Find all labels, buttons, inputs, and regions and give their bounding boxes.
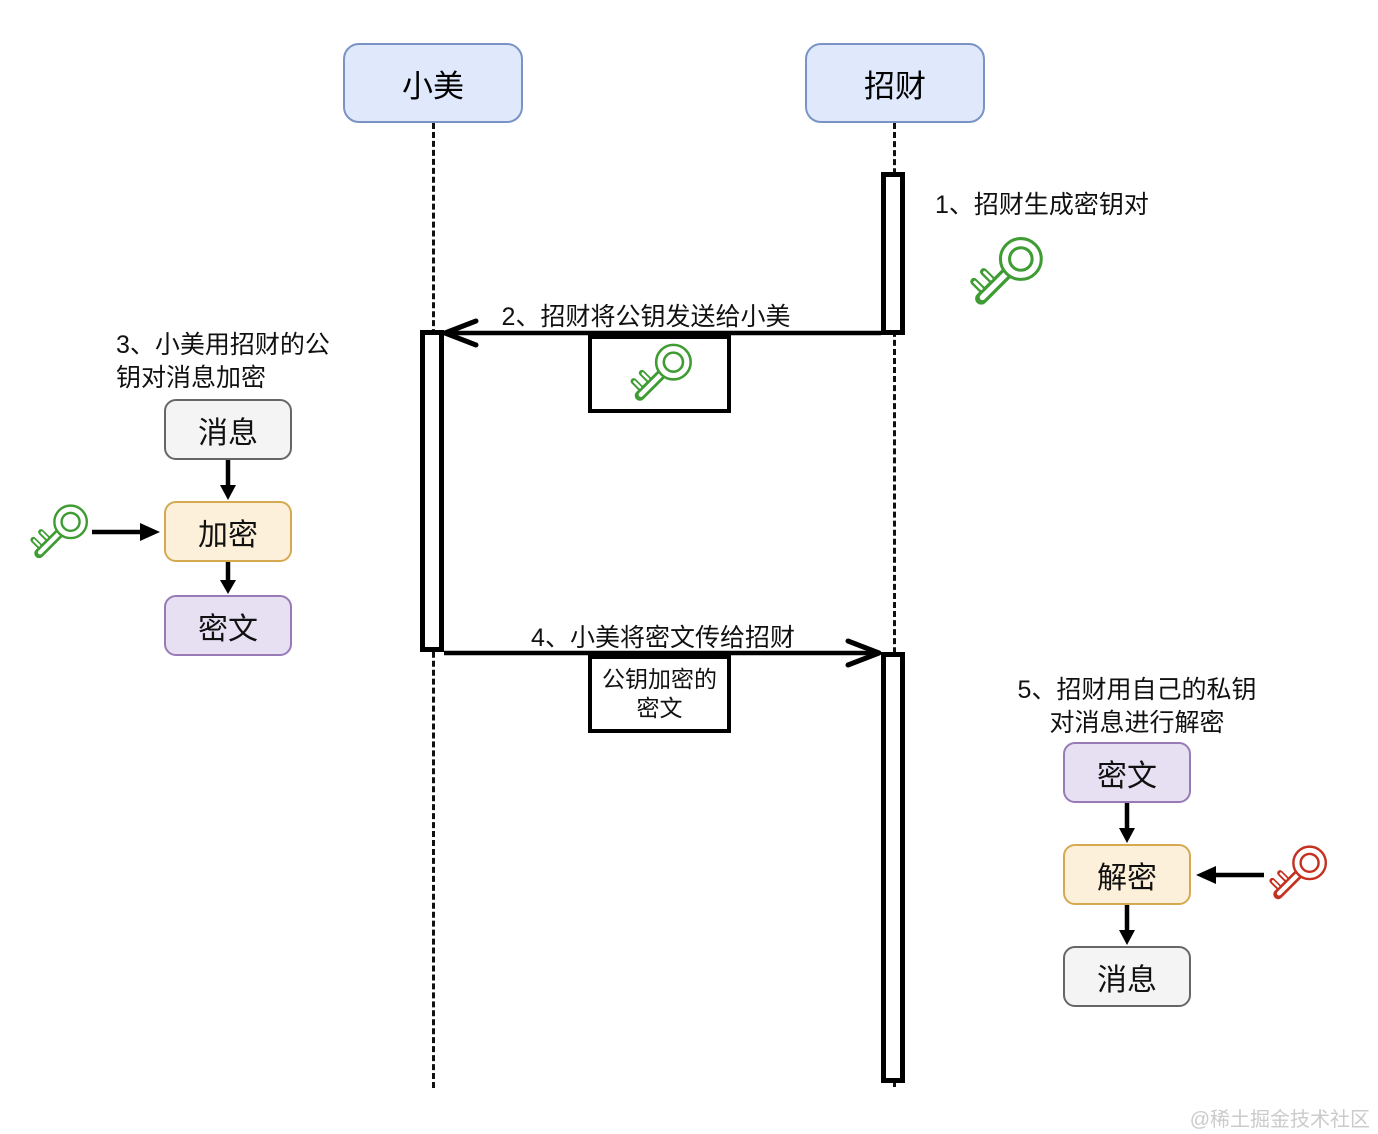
actor-label-zhaocai: 招财 bbox=[864, 68, 926, 104]
down-arrow-encrypt-to-cipher bbox=[220, 562, 236, 594]
step5-line2: 对消息进行解密 bbox=[1049, 709, 1225, 737]
actor-box-xiaomei: 小美 bbox=[343, 43, 523, 123]
activation-bar-xiaomei bbox=[420, 330, 444, 652]
activation-bar-zhaocai-1 bbox=[881, 172, 905, 335]
public-key-icon bbox=[970, 237, 1043, 305]
encrypt-box-label: 加密 bbox=[198, 518, 258, 552]
down-arrow-message-to-encrypt bbox=[220, 460, 236, 500]
step5-annotation: 5、招财用自己的私钥 对消息进行解密 bbox=[955, 674, 1319, 740]
message4-label: 4、小美将密文传给招财 bbox=[531, 624, 795, 652]
message2-label: 2、招财将公钥发送给小美 bbox=[501, 303, 791, 331]
decrypt-box: 解密 bbox=[1063, 844, 1191, 905]
message-box-left-label: 消息 bbox=[198, 416, 258, 450]
ciphertext-payload-line2: 密文 bbox=[636, 695, 683, 721]
ciphertext-payload-box: 公钥加密的 密文 bbox=[588, 655, 731, 733]
ciphertext-box-left: 密文 bbox=[164, 595, 292, 656]
down-arrow-cipher-to-decrypt bbox=[1119, 803, 1135, 843]
message-arrow-ciphertext bbox=[444, 638, 882, 668]
encrypt-key-arrow bbox=[92, 523, 160, 541]
step5-line1: 5、招财用自己的私钥 bbox=[1017, 676, 1257, 704]
ciphertext-payload-line1: 公钥加密的 bbox=[602, 666, 717, 692]
public-key-payload-box bbox=[588, 335, 731, 413]
lifeline-zhaocai bbox=[893, 123, 896, 1087]
step3-line1: 3、小美用招财的公 bbox=[116, 331, 330, 359]
activation-bar-zhaocai-2 bbox=[881, 652, 905, 1083]
decrypt-box-label: 解密 bbox=[1097, 861, 1157, 895]
encrypt-box: 加密 bbox=[164, 501, 292, 562]
actor-label-xiaomei: 小美 bbox=[402, 68, 464, 104]
watermark: @稀土掘金技术社区 bbox=[1189, 1109, 1370, 1131]
down-arrow-decrypt-to-message bbox=[1119, 905, 1135, 945]
decrypt-key-arrow bbox=[1196, 866, 1264, 884]
public-key-icon bbox=[630, 343, 692, 401]
message-box-left: 消息 bbox=[164, 399, 292, 460]
step1-annotation: 1、招财生成密钥对 bbox=[935, 191, 1149, 219]
ciphertext-box-right-label: 密文 bbox=[1097, 759, 1157, 793]
ciphertext-box-left-label: 密文 bbox=[198, 612, 258, 646]
message-arrow-public-key bbox=[442, 318, 881, 348]
actor-box-zhaocai: 招财 bbox=[805, 43, 985, 123]
ciphertext-box-right: 密文 bbox=[1063, 742, 1191, 803]
step3-line2: 钥对消息加密 bbox=[116, 364, 267, 392]
private-key-icon bbox=[1269, 845, 1328, 900]
message-box-right: 消息 bbox=[1063, 946, 1191, 1007]
public-key-icon bbox=[30, 504, 89, 559]
step3-annotation: 3、小美用招财的公 钥对消息加密 bbox=[116, 329, 330, 395]
message-box-right-label: 消息 bbox=[1097, 963, 1157, 997]
